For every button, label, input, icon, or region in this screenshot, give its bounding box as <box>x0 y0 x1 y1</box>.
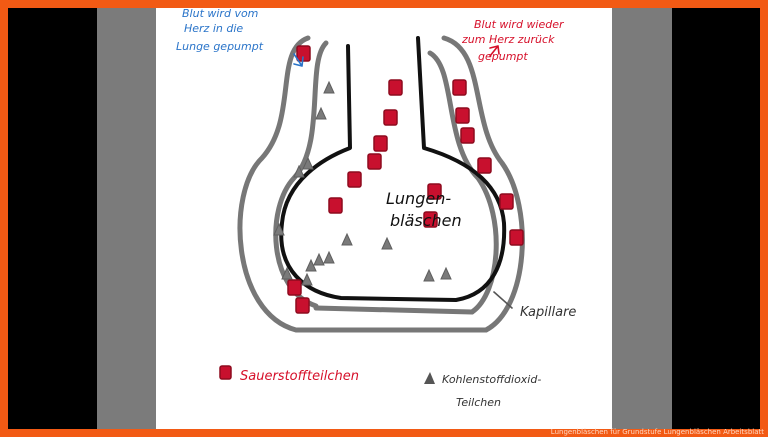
alveolus-outline <box>279 36 507 302</box>
capillary-outer-right <box>441 35 525 333</box>
oxygen-particle-icon <box>367 153 382 170</box>
oxygen-particle-icon <box>460 127 475 144</box>
label-blut-vom-herz: Blut wird vom Herz in die Lunge gepumpt <box>176 8 264 53</box>
capillary-outer-left <box>237 35 489 333</box>
co2-particle-icon <box>301 272 313 286</box>
oxygen-particle-icon <box>295 297 310 314</box>
co2-particle-icon <box>381 236 393 250</box>
co2-particle-icon <box>293 164 305 178</box>
oxygen-particle-icon <box>477 157 492 174</box>
co2-particle-icon <box>423 268 435 282</box>
drawing-canvas: Blut wird vom Herz in die Lunge gepumpt … <box>156 8 612 429</box>
co2-particle-icon <box>313 252 325 266</box>
label-lungenblaeschen: Lungen- bläschen <box>386 189 462 230</box>
oxygen-particles <box>287 45 524 314</box>
co2-particles <box>273 80 452 286</box>
oxygen-particle-icon <box>427 183 442 200</box>
oxygen-particle-icon <box>287 279 302 296</box>
alveolus-diagram: Blut wird vom Herz in die Lunge gepumpt … <box>176 8 576 409</box>
co2-particle-icon <box>440 266 452 280</box>
arrow-icon <box>489 45 500 57</box>
oxygen-particle-icon <box>499 193 514 210</box>
capillary-pointer-line <box>493 291 513 309</box>
co2-particle-icon <box>424 372 435 384</box>
oxygen-particle-icon <box>219 365 232 380</box>
co2-particle-icon <box>323 80 335 94</box>
oxygen-particle-icon <box>383 109 398 126</box>
label-kapillare: Kapillare <box>520 305 576 320</box>
oxygen-particle-icon <box>296 45 311 62</box>
watermark-caption: Lungenbläschen für Grundstufe Lungenbläs… <box>550 428 764 436</box>
right-letterbox <box>612 8 672 429</box>
capillary-inner-bottom <box>313 305 475 315</box>
arrow-icon <box>293 53 304 67</box>
oxygen-particle-icon <box>423 211 438 228</box>
oxygen-particle-icon <box>373 135 388 152</box>
video-frame: Blut wird vom Herz in die Lunge gepumpt … <box>8 8 760 429</box>
legend-oxygen-label: Sauerstoffteilchen <box>240 369 359 384</box>
co2-particle-icon <box>315 106 327 120</box>
legend-co2-label: Kohlenstoffdioxid- Teilchen <box>442 373 545 409</box>
co2-particle-icon <box>281 266 293 280</box>
oxygen-particle-icon <box>455 107 470 124</box>
oxygen-particle-icon <box>452 79 467 96</box>
co2-particle-icon <box>305 258 317 272</box>
oxygen-particle-icon <box>388 79 403 96</box>
oxygen-particle-icon <box>509 229 524 246</box>
oxygen-particle-icon <box>328 197 343 214</box>
co2-particle-icon <box>273 222 285 236</box>
left-letterbox <box>97 8 156 429</box>
co2-particle-icon <box>302 156 314 170</box>
co2-particle-icon <box>341 232 353 246</box>
oxygen-particle-icon <box>347 171 362 188</box>
label-blut-zurueck: Blut wird wieder zum Herz zurück gepumpt <box>461 18 567 63</box>
co2-particle-icon <box>323 250 335 264</box>
